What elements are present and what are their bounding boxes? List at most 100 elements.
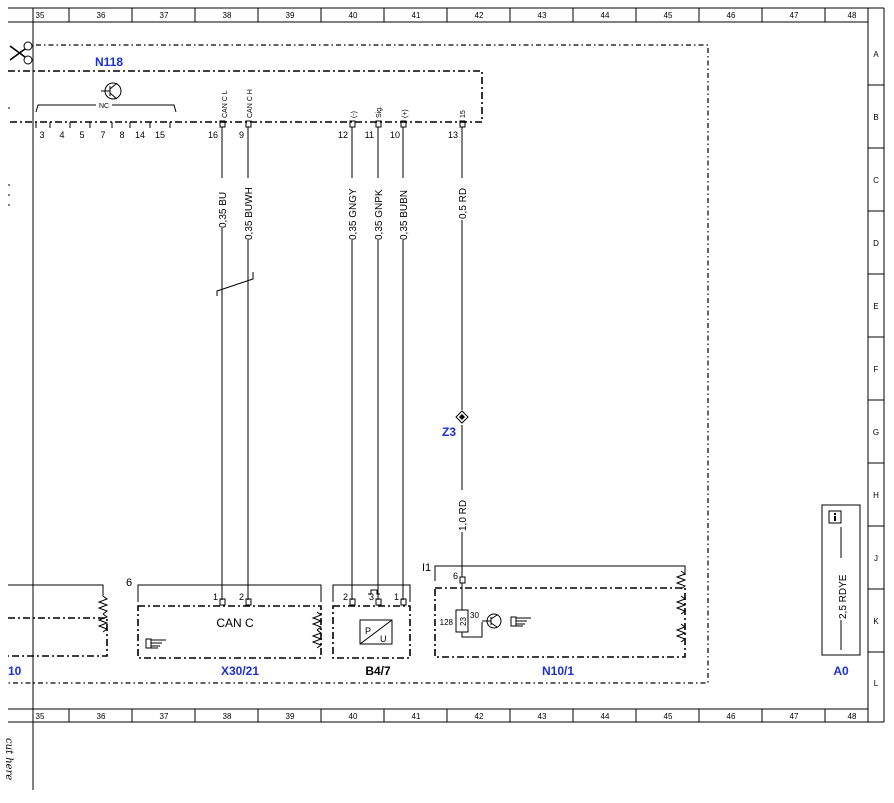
row-label: A — [873, 50, 879, 59]
col-label: 41 — [412, 11, 421, 20]
wire-label: 0,5 RD — [458, 188, 469, 219]
row-label: J — [874, 554, 878, 563]
pin-number: 13 — [448, 130, 458, 140]
col-label-bottom: 41 — [412, 712, 421, 721]
transistor-icon — [482, 613, 502, 629]
pin-signal: (+) — [402, 109, 409, 118]
col-label: 40 — [349, 11, 358, 20]
col-label-bottom: 43 — [538, 712, 547, 721]
col-label-bottom: 44 — [601, 712, 610, 721]
col-label: 43 — [538, 11, 547, 20]
a0-wire-label: 2,5 RDYE — [838, 574, 849, 619]
pin-signal: CAN C H — [247, 89, 254, 118]
wire-label: 0,35 BU — [218, 192, 229, 228]
pin-signal: Sig. — [376, 106, 383, 118]
wire-label: 0,35 GNGY — [348, 188, 359, 240]
x30-label: X30/21 — [221, 664, 259, 678]
x30-index: 6 — [126, 577, 132, 589]
wire-label: 0,35 GNPK — [374, 189, 385, 240]
row-labels: A B C D E F G H J K L — [873, 50, 879, 688]
wire-labels: 0,35 BU 0,35 BUWH 0,35 GNGY 0,35 GNPK 0,… — [215, 178, 469, 532]
z3-label: Z3 — [442, 425, 456, 439]
row-label: E — [873, 302, 878, 311]
n10-1-label: N10/1 — [542, 664, 574, 678]
col-label-bottom: 42 — [475, 712, 484, 721]
pointing-hand-icon — [145, 638, 166, 649]
col-label: 46 — [727, 11, 736, 20]
column-ticks — [68, 8, 826, 722]
z3-splice: Z3 — [442, 410, 469, 439]
nc-label: NC — [99, 103, 109, 110]
row-label: L — [874, 679, 879, 688]
n10-1-module: I1 6 23 128 30 N10/1 — [422, 562, 687, 678]
pin-number: 1 — [394, 592, 399, 602]
a0-label: A0 — [833, 664, 849, 678]
x30-21-connector: 6 1 2 CAN C X30/21 — [126, 577, 323, 678]
outer-enclosure — [8, 44, 709, 684]
fuse-right: 30 — [470, 611, 479, 620]
pin-number: 5 — [79, 130, 84, 140]
pin-signal: 15 — [460, 110, 467, 118]
left-partial-module: 10 — [8, 584, 109, 678]
pin-number: 16 — [208, 130, 218, 140]
col-label: 36 — [97, 11, 106, 20]
col-label-bottom: 37 — [160, 712, 169, 721]
edge-marks — [8, 107, 10, 206]
info-icon — [828, 510, 842, 524]
col-label-bottom: 45 — [664, 712, 673, 721]
pin-number: 14 — [135, 130, 145, 140]
frame — [8, 7, 885, 790]
pin-number: 8 — [119, 130, 124, 140]
pressure-sensor-icon: P U — [359, 619, 393, 645]
col-label: 38 — [223, 11, 232, 20]
col-label: 48 — [848, 11, 857, 20]
pin-number: 9 — [239, 130, 244, 140]
pin-number: 12 — [338, 130, 348, 140]
transistor-icon — [101, 82, 122, 100]
pin-number: 15 — [155, 130, 165, 140]
pin-number: 1 — [213, 592, 218, 602]
pin-number: 11 — [365, 130, 374, 140]
row-label: F — [874, 365, 879, 374]
pin-number: 10 — [390, 130, 400, 140]
col-label: 44 — [601, 11, 610, 20]
column-labels: 35 36 37 38 39 40 41 42 43 44 45 46 47 4… — [36, 11, 857, 721]
n10-index: I1 — [422, 562, 431, 574]
pointing-hand-icon — [510, 616, 531, 627]
col-label: 37 — [160, 11, 169, 20]
row-label: C — [873, 176, 879, 185]
fuse-number: 23 — [459, 617, 468, 626]
col-label-bottom: 35 — [36, 712, 45, 721]
sensor-p: P — [365, 626, 371, 636]
col-label-bottom: 47 — [790, 712, 799, 721]
n118-module: N118 NC 3 4 5 7 8 14 15 — [8, 55, 483, 140]
row-ticks — [868, 84, 884, 653]
scissors-icon — [9, 41, 33, 65]
pin-signal: CAN C L — [222, 90, 229, 118]
col-label-bottom: 39 — [286, 712, 295, 721]
col-label-bottom: 46 — [727, 712, 736, 721]
fuse-left: 128 — [440, 618, 454, 627]
pin-number: 2 — [239, 592, 244, 602]
b4-7-label: B4/7 — [365, 664, 391, 678]
wire-label: 0,35 BUBN — [399, 190, 410, 240]
row-label: G — [873, 428, 879, 437]
col-label-bottom: 40 — [349, 712, 358, 721]
x30-title: CAN C — [216, 616, 254, 630]
row-label: K — [873, 617, 879, 626]
sensor-u: U — [380, 634, 387, 644]
pin-number: 2 — [343, 592, 348, 602]
col-label: 35 — [36, 11, 45, 20]
left-partial-label: 10 — [8, 664, 22, 678]
pin-number: 7 — [100, 130, 105, 140]
wire-label: 0,35 BUWH — [244, 187, 255, 240]
b4-7-sensor: 2 3 1 P U B4/7 — [332, 584, 411, 678]
row-label: B — [873, 113, 878, 122]
pin-signal: (-) — [351, 111, 358, 118]
wire-label: 1,0 RD — [458, 500, 469, 531]
col-label-bottom: 48 — [848, 712, 857, 721]
col-label-bottom: 38 — [223, 712, 232, 721]
col-label: 39 — [286, 11, 295, 20]
